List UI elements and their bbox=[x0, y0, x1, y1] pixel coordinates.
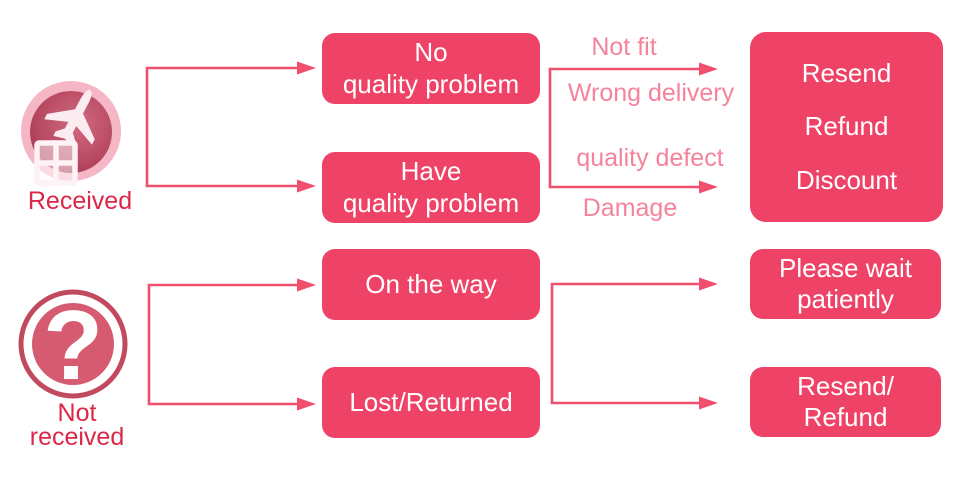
label-not-fit: Not fit bbox=[591, 33, 657, 61]
connector-branches-to-outcomes bbox=[550, 282, 702, 405]
connector-received-to-branches bbox=[145, 66, 300, 188]
arrowhead bbox=[297, 278, 316, 292]
arrowhead bbox=[699, 396, 718, 410]
airplane-glyph bbox=[44, 89, 95, 147]
label-damage: Damage bbox=[582, 194, 678, 222]
box-on-the-way: On the way bbox=[322, 249, 540, 320]
box-resend-refund: Resend/ Refund bbox=[750, 367, 941, 437]
outcome-line-resend: Resend bbox=[801, 58, 892, 88]
caption-received: Received bbox=[27, 187, 133, 215]
box-lost-returned: Lost/Returned bbox=[322, 367, 540, 438]
airplane-package-icon bbox=[21, 81, 121, 186]
question-glyph: ? bbox=[43, 290, 103, 400]
box-have-quality-problem: Have quality problem bbox=[322, 152, 540, 223]
connector-notreceived-to-branches bbox=[147, 283, 300, 406]
arrowhead bbox=[699, 62, 718, 76]
arrowhead bbox=[699, 180, 718, 194]
box-no-quality-problem: No quality problem bbox=[322, 33, 540, 104]
caption-not-received: Not received bbox=[29, 399, 125, 451]
arrowhead bbox=[297, 179, 316, 193]
question-mark-icon: ? bbox=[18, 289, 128, 400]
box-resend-refund-discount: Resend Refund Discount bbox=[750, 32, 943, 222]
arrowhead bbox=[297, 397, 316, 411]
outcome-line-refund: Refund bbox=[804, 111, 889, 142]
label-wrong-delivery: Wrong delivery bbox=[567, 79, 735, 107]
icon-question-circle bbox=[32, 303, 114, 385]
box-please-wait-patiently: Please wait patiently bbox=[750, 249, 941, 319]
arrowhead bbox=[699, 277, 718, 291]
arrowhead bbox=[297, 61, 316, 75]
label-quality-defect: quality defect bbox=[576, 144, 724, 172]
connector-branches-to-outcome bbox=[548, 67, 702, 189]
package-glyph bbox=[34, 140, 78, 186]
outcome-line-discount: Discount bbox=[795, 164, 898, 195]
